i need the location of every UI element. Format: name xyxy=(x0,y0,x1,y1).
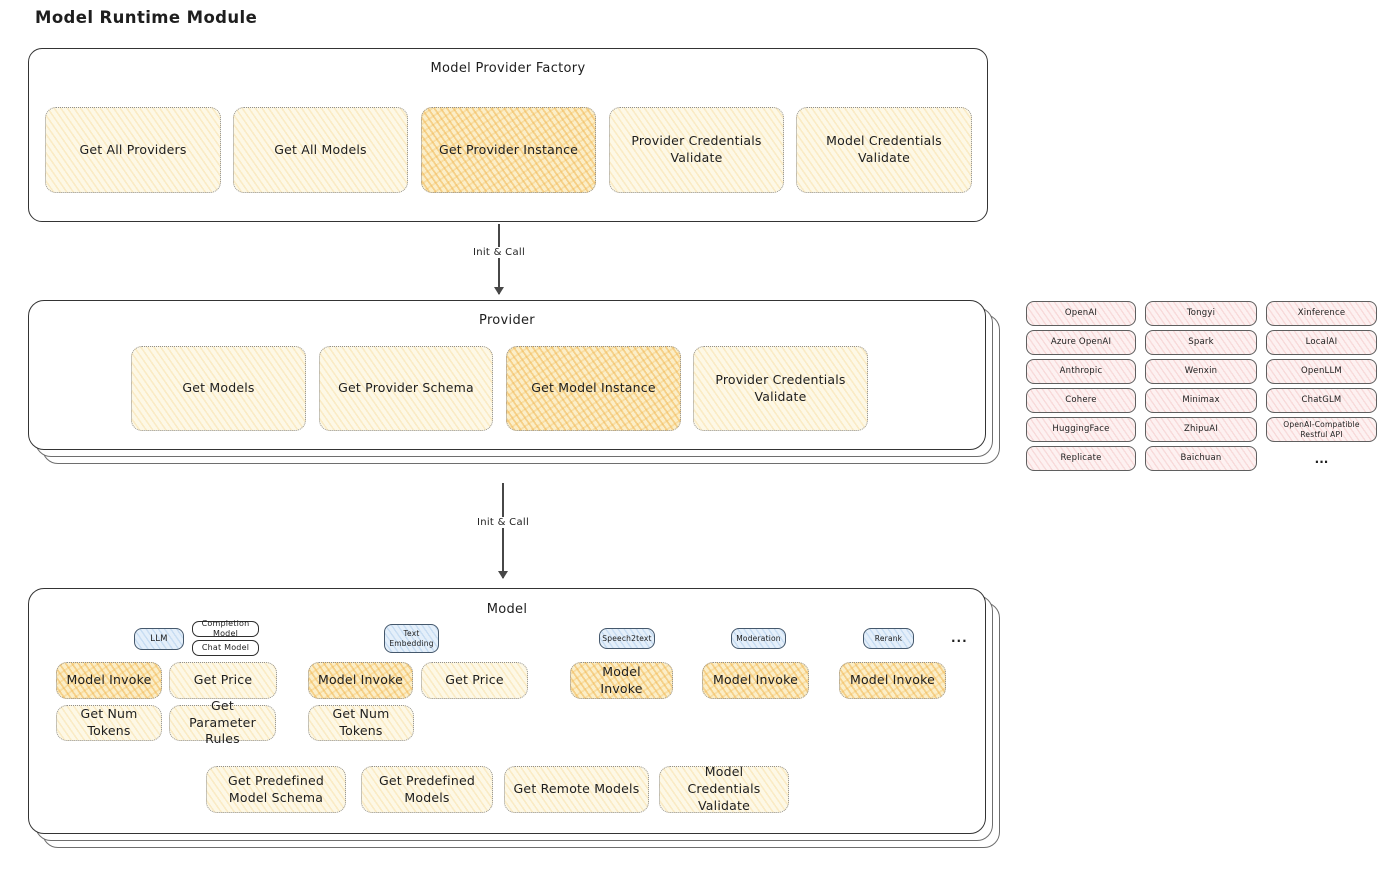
provider-chip-anthropic: Anthropic xyxy=(1026,359,1136,384)
node-speech2text-model-invoke: Model Invoke xyxy=(570,662,673,699)
provider-chip-tongyi: Tongyi xyxy=(1145,301,1257,326)
node-get-all-providers: Get All Providers xyxy=(45,107,221,193)
provider-box: Provider Get Models Get Provider Schema … xyxy=(28,300,1000,464)
tab-speech2text: Speech2text xyxy=(599,628,655,649)
provider-card: Provider Get Models Get Provider Schema … xyxy=(28,300,986,450)
tab-text-embedding: Text Embedding xyxy=(384,624,439,653)
tab-rerank: Rerank xyxy=(863,628,914,649)
node-moderation-model-invoke: Model Invoke xyxy=(702,662,809,699)
provider-chip-baichuan: Baichuan xyxy=(1145,446,1257,471)
node-get-all-models: Get All Models xyxy=(233,107,408,193)
provider-chip-wenxin: Wenxin xyxy=(1145,359,1257,384)
init-call-arrow-2 xyxy=(502,483,504,578)
provider-chip-cohere: Cohere xyxy=(1026,388,1136,413)
node-model-credentials-validate: Model Credentials Validate xyxy=(796,107,972,193)
init-call-arrow-1-label: Init & Call xyxy=(467,247,531,258)
node-model-credentials-validate-2: Model Credentials Validate xyxy=(659,764,789,813)
node-rerank-model-invoke: Model Invoke xyxy=(839,662,946,699)
node-embedding-get-price: Get Price xyxy=(421,662,528,699)
provider-chip-xinference: Xinference xyxy=(1266,301,1377,326)
page-title: Model Runtime Module xyxy=(35,8,258,27)
node-llm-model-invoke: Model Invoke xyxy=(56,662,162,699)
provider-chip-replicate: Replicate xyxy=(1026,446,1136,471)
tab-moderation: Moderation xyxy=(731,628,786,649)
provider-chip-spark: Spark xyxy=(1145,330,1257,355)
node-get-remote-models: Get Remote Models xyxy=(504,766,649,813)
node-llm-get-num-tokens: Get Num Tokens xyxy=(56,705,162,741)
model-title: Model xyxy=(486,602,528,617)
providers-list: OpenAI Tongyi Xinference Azure OpenAI Sp… xyxy=(1026,301,1377,471)
node-get-model-instance: Get Model Instance xyxy=(506,346,681,431)
node-get-models: Get Models xyxy=(131,346,306,431)
provider-chip-huggingface: HuggingFace xyxy=(1026,417,1136,442)
node-llm-get-parameter-rules: Get Parameter Rules xyxy=(169,698,276,746)
provider-title: Provider xyxy=(479,313,535,328)
factory-title: Model Provider Factory xyxy=(430,61,586,76)
node-get-predefined-models: Get Predefined Models xyxy=(361,766,493,813)
provider-chip-zhipuai: ZhipuAI xyxy=(1145,417,1257,442)
factory-box: Model Provider Factory Get All Providers… xyxy=(28,48,988,222)
model-box: Model LLM Completion Model Chat Model Te… xyxy=(28,588,1000,848)
providers-more-ellipsis: ... xyxy=(1314,451,1329,466)
node-provider-credentials-validate: Provider Credentials Validate xyxy=(609,107,784,193)
model-tabs-more-ellipsis: ... xyxy=(951,631,968,645)
provider-chip-openai: OpenAI xyxy=(1026,301,1136,326)
node-get-provider-instance: Get Provider Instance xyxy=(421,107,596,193)
init-call-arrow-1 xyxy=(498,224,500,294)
node-get-provider-schema: Get Provider Schema xyxy=(319,346,493,431)
init-call-arrow-2-label: Init & Call xyxy=(471,517,535,528)
provider-chip-openai-compatible-restful-api: OpenAI-Compatible Restful API xyxy=(1266,417,1377,442)
model-card: Model LLM Completion Model Chat Model Te… xyxy=(28,588,986,834)
node-get-predefined-model-schema: Get Predefined Model Schema xyxy=(206,766,346,813)
provider-chip-chatglm: ChatGLM xyxy=(1266,388,1377,413)
node-llm-get-price: Get Price xyxy=(169,662,277,699)
provider-chip-openllm: OpenLLM xyxy=(1266,359,1377,384)
node-provider-credentials-validate-2: Provider Credentials Validate xyxy=(693,346,868,431)
provider-chip-minimax: Minimax xyxy=(1145,388,1257,413)
provider-chip-localai: LocalAI xyxy=(1266,330,1377,355)
tab-completion-model: Completion Model xyxy=(192,619,259,638)
node-embedding-model-invoke: Model Invoke xyxy=(308,662,413,699)
node-embedding-get-num-tokens: Get Num Tokens xyxy=(308,705,414,741)
tab-chat-model: Chat Model xyxy=(192,640,259,656)
tab-llm: LLM xyxy=(134,628,184,650)
provider-chip-azure-openai: Azure OpenAI xyxy=(1026,330,1136,355)
